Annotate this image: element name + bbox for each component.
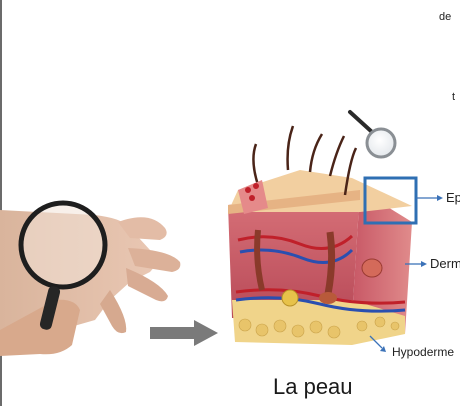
caption-title: La peau [273, 374, 353, 400]
hypodermis-label: Hypoderme [392, 345, 454, 359]
transition-arrow [150, 320, 218, 346]
dermis-label: Derm [430, 256, 460, 271]
epidermis-label: Ep [446, 190, 460, 205]
magnifying-glass-icon [350, 112, 395, 157]
skin-cross-section [228, 126, 412, 345]
